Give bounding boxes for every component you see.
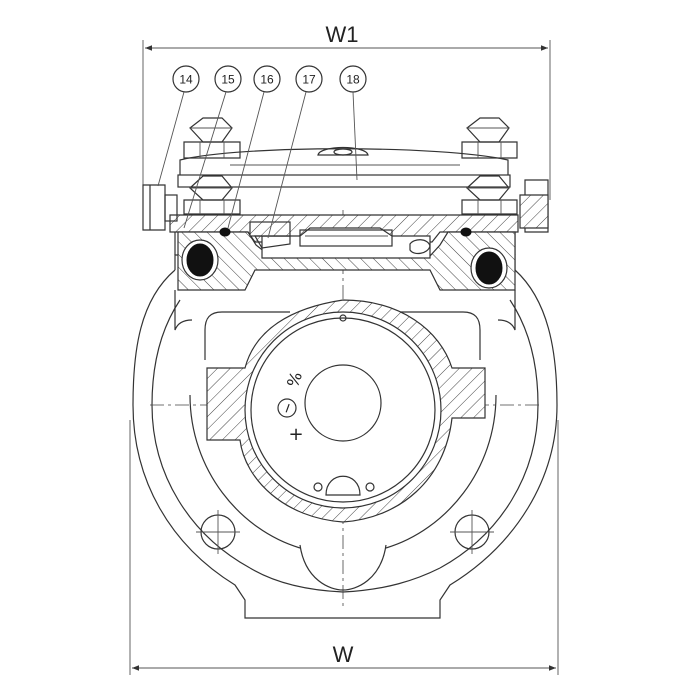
callout-18-label: 18 [346,73,360,87]
o-ring-left [186,243,214,277]
percent-symbol: % [283,369,306,390]
bolt-top-left [183,117,241,159]
dimension-w-label: W [333,642,354,667]
callout-16: 16 [227,65,281,229]
rotation-dial: % − + [277,369,306,445]
callout-14: 14 [157,65,200,187]
callout-18: 18 [339,65,367,181]
callout-17: 17 [267,65,323,239]
callout-15-label: 15 [221,73,235,87]
bolt-top-right [461,117,518,159]
o-rings [181,227,508,289]
callout-14-label: 14 [179,73,193,87]
callout-15: 15 [183,65,242,229]
bolt-mid-right [461,175,518,215]
dimension-w1: W1 [142,22,551,200]
upper-housing [142,146,549,331]
volute-section [206,299,486,523]
callout-17-label: 17 [302,73,316,87]
dimension-w1-label: W1 [326,22,359,47]
plus-symbol: + [288,424,303,445]
o-ring-right [475,251,503,285]
callout-16-label: 16 [260,73,274,87]
bolt-mid-left [183,175,241,215]
dimension-w: W [129,420,559,675]
minus-symbol: − [278,400,297,416]
